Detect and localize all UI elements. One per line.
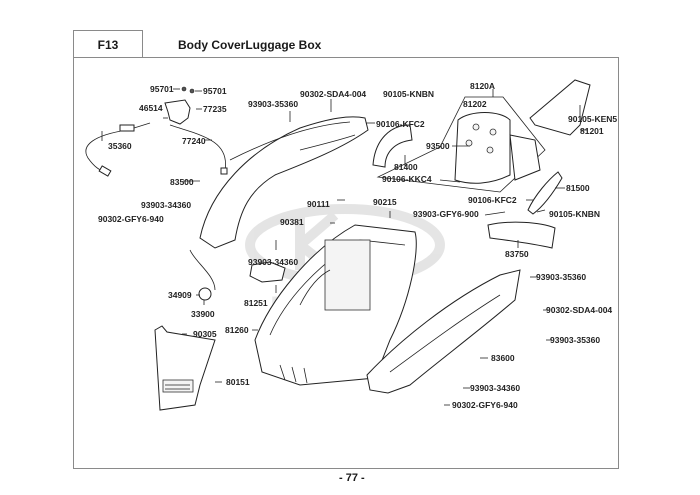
leader-lines	[101, 88, 587, 406]
part-label[interactable]: 8120A	[470, 81, 496, 91]
part-label[interactable]: 93903-35360	[536, 272, 587, 282]
part-label[interactable]: 83500	[170, 177, 194, 187]
panel-83750	[487, 221, 556, 249]
part-label[interactable]: 35360	[108, 141, 132, 151]
part-label[interactable]: 93500	[426, 141, 450, 151]
part-label[interactable]: 90105-KEN5	[568, 114, 618, 124]
page-number: - 77 -	[339, 472, 365, 484]
part-label[interactable]: 90302-SDA4-004	[300, 89, 367, 99]
grab-handle-81400	[372, 124, 413, 168]
luggage-box	[254, 224, 417, 386]
page-title: Body CoverLuggage Box	[178, 38, 322, 52]
part-label[interactable]: 80151	[226, 377, 250, 387]
diagram-frame	[73, 57, 619, 469]
part-label[interactable]: 33900	[191, 309, 215, 319]
part-label[interactable]: 93903-35360	[248, 99, 299, 109]
part-label[interactable]: 81260	[225, 325, 249, 335]
part-label[interactable]: 90302-SDA4-004	[546, 305, 613, 315]
part-label[interactable]: 95701	[203, 86, 227, 96]
part-label[interactable]: 34909	[168, 290, 192, 300]
strip-81500	[527, 171, 563, 215]
part-label[interactable]: 83750	[505, 249, 529, 259]
front-cover-80151	[154, 325, 216, 411]
part-label[interactable]: 81251	[244, 298, 268, 308]
part-label[interactable]: 90302-GFY6-940	[452, 400, 518, 410]
part-label[interactable]: 90105-KNBN	[383, 89, 435, 99]
body-cover-83500	[199, 116, 369, 249]
part-label[interactable]: 90305	[193, 329, 217, 339]
section-code: F13	[73, 30, 143, 58]
part-label[interactable]: 81500	[566, 183, 590, 193]
part-label[interactable]: 93903-35360	[550, 335, 601, 345]
cable-35360	[85, 122, 151, 177]
part-label[interactable]: 90215	[373, 197, 397, 207]
part-label[interactable]: 90105-KNBN	[549, 209, 601, 219]
part-label[interactable]: 83600	[491, 353, 515, 363]
lamp-81251	[249, 261, 286, 283]
part-label[interactable]: 81202	[463, 99, 487, 109]
part-label[interactable]: 81201	[580, 126, 604, 136]
part-label[interactable]: 93903-34360	[248, 257, 299, 267]
part-label[interactable]: 90111	[307, 199, 330, 209]
side-cover-83600	[366, 269, 521, 394]
part-label[interactable]: 77240	[182, 136, 206, 146]
part-label[interactable]: 46514	[139, 103, 163, 113]
section-code-text: F13	[97, 37, 119, 52]
part-label[interactable]: 77235	[203, 104, 227, 114]
part-label[interactable]: 90106-KFC2	[376, 119, 425, 129]
carrier-81201	[529, 79, 591, 136]
part-label[interactable]: 93903-34360	[141, 200, 192, 210]
part-label[interactable]: 90106-KKC4	[382, 174, 432, 184]
part-label[interactable]: 93903-34360	[470, 383, 521, 393]
part-label[interactable]: 95701	[150, 84, 174, 94]
screw-95701	[181, 86, 195, 94]
part-label[interactable]: 90381	[280, 217, 304, 227]
part-label[interactable]: 81400	[394, 162, 418, 172]
seat-8120a	[376, 96, 546, 193]
socket-33900	[189, 249, 216, 301]
part-label[interactable]: 93903-GFY6-900	[413, 209, 479, 219]
part-label[interactable]: 90302-GFY6-940	[98, 214, 164, 224]
part-label[interactable]: 90106-KFC2	[468, 195, 517, 205]
